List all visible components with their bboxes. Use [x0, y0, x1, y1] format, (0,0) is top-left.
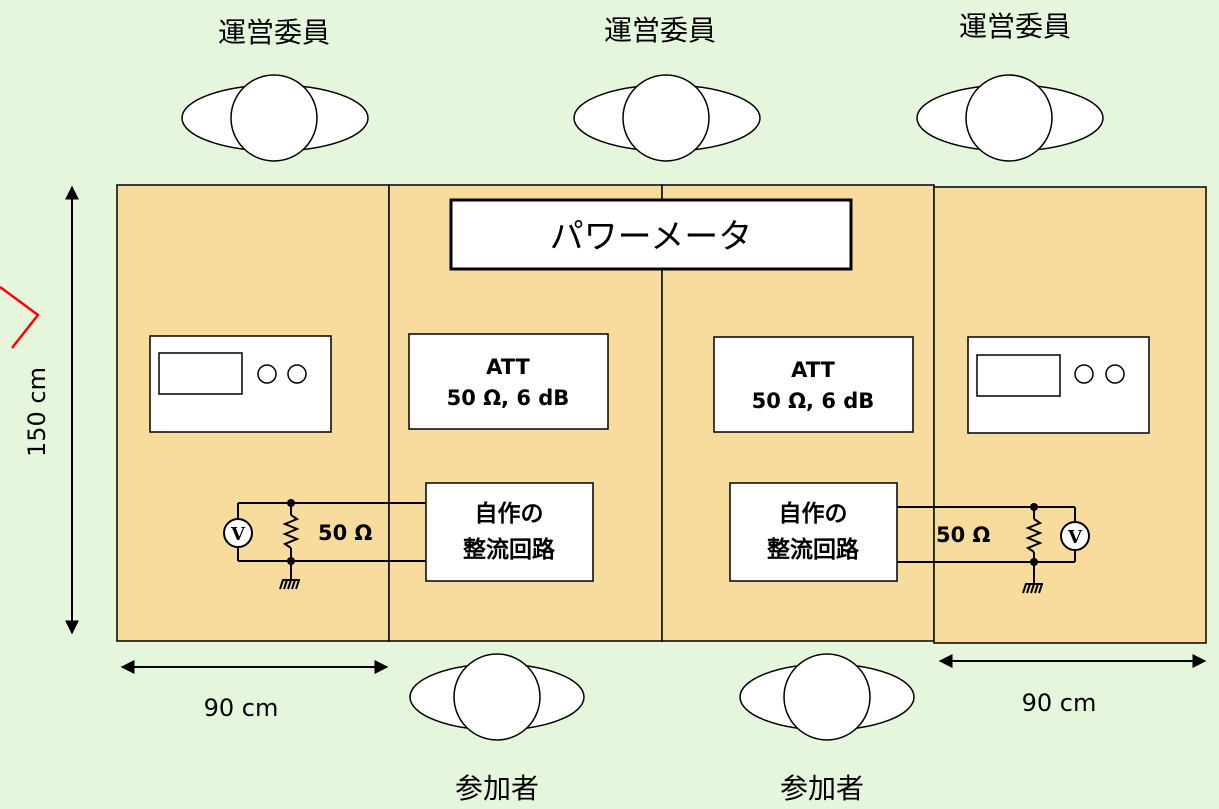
circuit-left	[237, 502, 426, 590]
dimension-width-left-label: 90 cm	[204, 694, 279, 722]
participant-label-2: 参加者	[780, 772, 864, 805]
resistor-left-label: 50 Ω	[318, 521, 373, 545]
staff-label-2: 運営委員	[604, 14, 716, 47]
dimension-width-right-label: 90 cm	[1022, 689, 1097, 717]
voltmeter-left-label: V	[230, 524, 246, 545]
att-left-line1: ATT	[486, 355, 530, 379]
oscilloscope-right	[967, 336, 1150, 434]
att-left-line2: 50 Ω, 6 dB	[447, 386, 570, 410]
rectifier-right-line1: 自作の	[779, 500, 848, 527]
oscilloscope-left	[149, 335, 332, 433]
att-box-left	[408, 333, 609, 430]
voltmeter-right-label: V	[1067, 527, 1083, 548]
dimension-height-label: 150 cm	[23, 367, 51, 457]
staff-person-2	[573, 74, 761, 162]
red-chevron-marker	[0, 285, 40, 349]
rectifier-box-left	[425, 482, 594, 582]
rectifier-box-right	[729, 482, 898, 582]
rectifier-left-line2: 整流回路	[463, 536, 556, 563]
participant-person-1	[409, 653, 585, 741]
circuit-right	[897, 506, 1076, 594]
resistor-icon	[282, 514, 300, 549]
staff-label-1: 運営委員	[218, 16, 330, 49]
resistor-icon	[1025, 518, 1043, 553]
staff-label-3: 運営委員	[959, 10, 1071, 43]
junction-dot	[287, 499, 295, 507]
voltmeter-icon	[1060, 521, 1090, 551]
voltmeter-icon	[223, 518, 253, 548]
att-box-right	[713, 336, 914, 433]
att-right-line2: 50 Ω, 6 dB	[752, 389, 875, 413]
resistor-right-label: 50 Ω	[936, 523, 991, 547]
power-meter-label: パワーメータ	[550, 217, 753, 257]
staff-person-1	[181, 74, 369, 162]
participant-person-2	[739, 653, 915, 741]
rectifier-right-line2: 整流回路	[767, 536, 860, 563]
junction-dot	[1030, 503, 1038, 511]
att-right-line1: ATT	[791, 358, 835, 382]
staff-person-3	[916, 74, 1104, 162]
power-meter-box	[449, 198, 853, 271]
rectifier-left-line1: 自作の	[475, 500, 544, 527]
junction-dot	[1030, 558, 1038, 566]
junction-dot	[287, 557, 295, 565]
participant-label-1: 参加者	[455, 772, 539, 805]
